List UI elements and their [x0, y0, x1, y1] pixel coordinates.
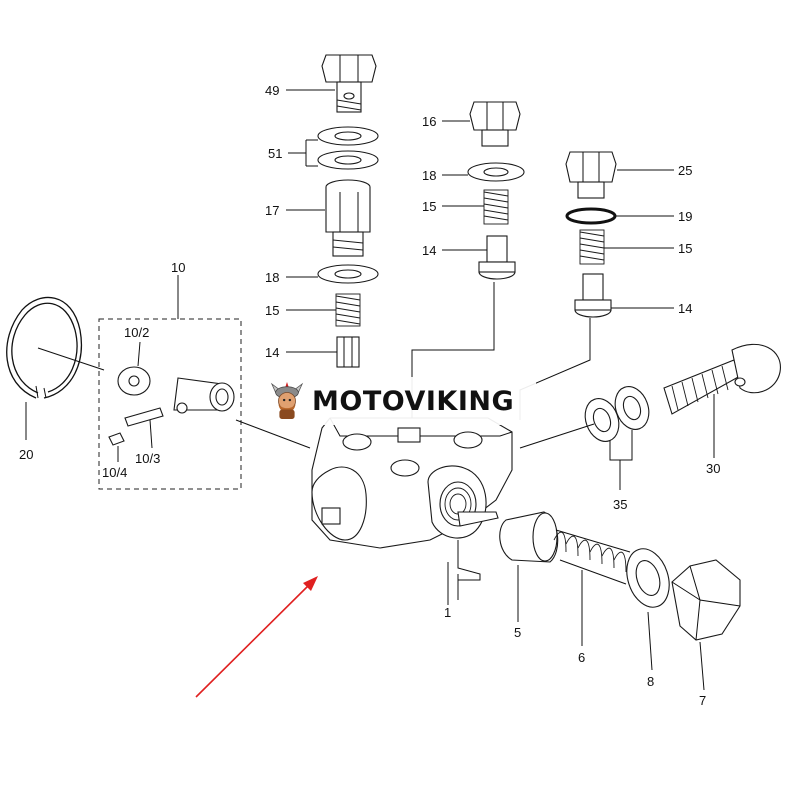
callout-19: 19: [678, 209, 692, 224]
red-pointer-arrow: [195, 576, 318, 698]
part-16-plug: [469, 101, 521, 147]
callout-30: 30: [706, 461, 720, 476]
callout-49: 49: [265, 83, 279, 98]
callout-6: 6: [578, 650, 585, 665]
part-49-hex-bolt: [321, 54, 377, 113]
viking-mascot-icon: [270, 382, 304, 420]
callout-10-2: 10/2: [124, 325, 149, 340]
callout-16: 16: [422, 114, 436, 129]
callout-10-3: 10/3: [135, 451, 160, 466]
part-15-spring-right: [579, 229, 605, 265]
part-1-pump-housing: [311, 417, 513, 549]
part-20-snap-ring: [6, 296, 82, 399]
part-14-valve-right: [574, 273, 612, 318]
callout-35: 35: [613, 497, 627, 512]
callout-14-mid: 14: [422, 243, 436, 258]
callout-15-left: 15: [265, 303, 279, 318]
part-15-spring-left: [335, 293, 361, 327]
part-10-pin-body: [173, 377, 235, 414]
part-18-washer-mid: [467, 162, 525, 182]
part-14-valve-left: [336, 336, 360, 368]
group-10-box: [98, 318, 242, 490]
watermark-banner: MOTOVIKING: [262, 377, 536, 425]
callout-18-mid: 18: [422, 168, 436, 183]
part-25-plug: [565, 151, 617, 199]
callout-20: 20: [19, 447, 33, 462]
part-51-washers: [317, 126, 379, 170]
callout-17: 17: [265, 203, 279, 218]
callout-51: 51: [268, 146, 282, 161]
part-17-union-nut: [325, 179, 371, 257]
part-7-cap-nut: [671, 559, 741, 641]
part-19-o-ring: [565, 207, 617, 225]
callout-15-right: 15: [678, 241, 692, 256]
callout-7: 7: [699, 693, 706, 708]
callout-8: 8: [647, 674, 654, 689]
callout-18-left: 18: [265, 270, 279, 285]
part-10-3-pin: [124, 407, 164, 427]
callout-15-mid: 15: [422, 199, 436, 214]
part-8-washer: [626, 548, 670, 608]
callout-25: 25: [678, 163, 692, 178]
callout-5: 5: [514, 625, 521, 640]
watermark-brand-text: MOTOVIKING: [312, 385, 515, 417]
part-35-washers: [584, 386, 650, 442]
part-6-spring: [553, 529, 631, 585]
callout-10-4: 10/4: [102, 465, 127, 480]
part-18-washer-left: [317, 264, 379, 284]
part-5-sleeve: [499, 511, 559, 563]
callout-14-left: 14: [265, 345, 279, 360]
part-10-2-roller: [117, 366, 151, 396]
part-15-spring-mid: [483, 189, 509, 225]
part-30-banjo-bolt: [663, 343, 781, 415]
callout-1: 1: [444, 605, 451, 620]
part-10-4-key: [108, 432, 125, 446]
callout-10: 10: [171, 260, 185, 275]
callout-14-right: 14: [678, 301, 692, 316]
part-14-valve-mid: [478, 235, 516, 280]
